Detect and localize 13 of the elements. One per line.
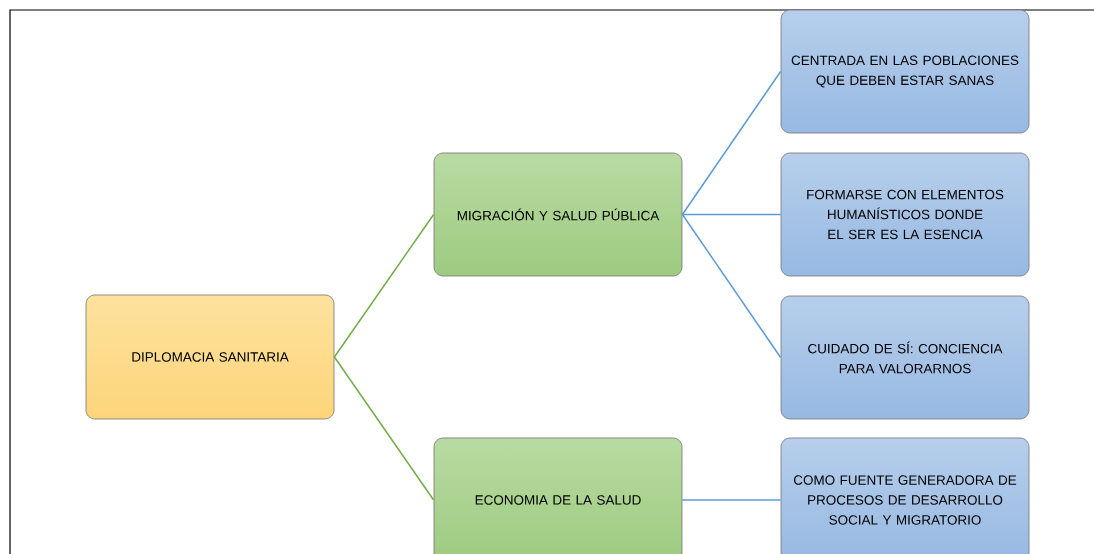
connector-line — [333, 356, 435, 501]
connector-line — [681, 499, 782, 501]
root-box: DIPLOMACIA SANITARIA — [85, 294, 335, 420]
connector-line — [333, 213, 435, 358]
detail-box: CUIDADO DE SÍ: CONCIENCIA PARA VALORARNOS — [780, 295, 1030, 420]
topic-box: ECONOMIA DE LA SALUD — [433, 437, 683, 554]
detail-box: COMO FUENTE GENERADORA DE PROCESOS DE DESARROLLO SOCIAL Y MIGRATORIO — [780, 437, 1030, 554]
detail-box: CENTRADA EN LAS POBLACIONES QUE DEBEN ESTAR SANAS — [780, 9, 1030, 134]
detail-box: FORMARSE CON ELEMENTOS HUMANÍSTICOS DONDE EL SER ES LA ESENCIA — [780, 152, 1030, 277]
connector-line — [681, 213, 782, 216]
connector-line — [681, 213, 782, 359]
topic-box: MIGRACIÓN Y SALUD PÚBLICA — [433, 152, 683, 277]
connector-line — [681, 70, 782, 216]
